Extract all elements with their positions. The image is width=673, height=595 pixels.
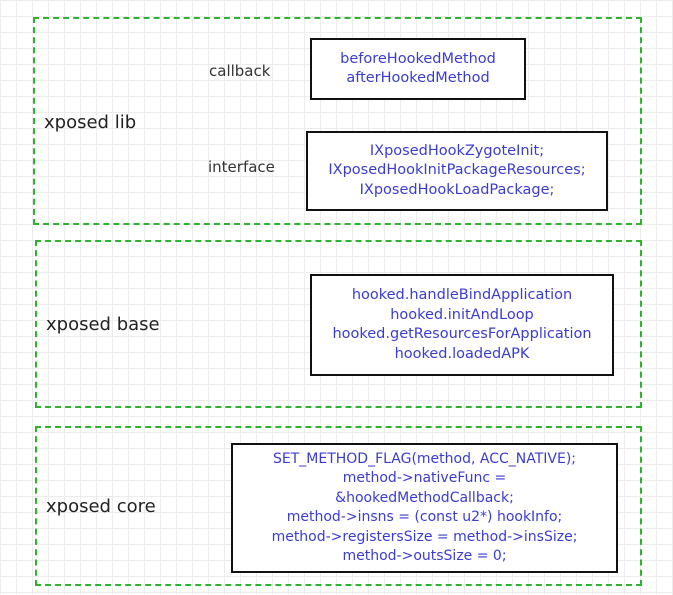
interface-line: IXposedHookLoadPackage; bbox=[359, 181, 555, 198]
xposed-base-title: xposed base bbox=[46, 314, 160, 335]
callback-label: callback bbox=[209, 62, 271, 80]
core-code-line: method->nativeFunc = bbox=[342, 470, 507, 486]
interface-line: IXposedHookInitPackageResources; bbox=[328, 162, 586, 179]
core-code-line: &hookedMethodCallback; bbox=[335, 489, 514, 506]
xposed-core-layer bbox=[35, 426, 642, 586]
xposed-lib-layer bbox=[33, 17, 642, 225]
callback-line: beforeHookedMethod bbox=[340, 50, 496, 67]
core-code-box: SET_METHOD_FLAG(method, ACC_NATIVE); met… bbox=[231, 443, 618, 573]
base-hook-line: hooked.handleBindApplication bbox=[351, 287, 573, 303]
callback-box: beforeHookedMethod afterHookedMethod bbox=[310, 38, 526, 100]
base-hook-line: hooked.getResourcesForApplication bbox=[332, 326, 592, 342]
core-code-line: method->registersSize = method->insSize; bbox=[271, 528, 578, 545]
xposed-lib-title: xposed lib bbox=[44, 112, 137, 133]
interface-label: interface bbox=[208, 158, 275, 176]
core-code-line: method->outsSize = 0; bbox=[342, 548, 507, 564]
core-code-line: SET_METHOD_FLAG(method, ACC_NATIVE); bbox=[273, 450, 576, 467]
interface-line: IXposedHookZygoteInit; bbox=[369, 142, 545, 159]
base-hook-line: hooked.loadedAPK bbox=[394, 345, 530, 362]
callback-line: afterHookedMethod bbox=[346, 70, 490, 86]
base-hook-line: hooked.initAndLoop bbox=[390, 306, 534, 323]
base-hooks-box: hooked.handleBindApplication hooked.init… bbox=[310, 274, 614, 376]
core-code-line: method->insns = (const u2*) hookInfo; bbox=[286, 509, 563, 525]
xposed-core-title: xposed core bbox=[46, 496, 156, 517]
xposed-base-layer bbox=[35, 240, 642, 408]
interface-box: IXposedHookZygoteInit; IXposedHookInitPa… bbox=[306, 131, 608, 211]
